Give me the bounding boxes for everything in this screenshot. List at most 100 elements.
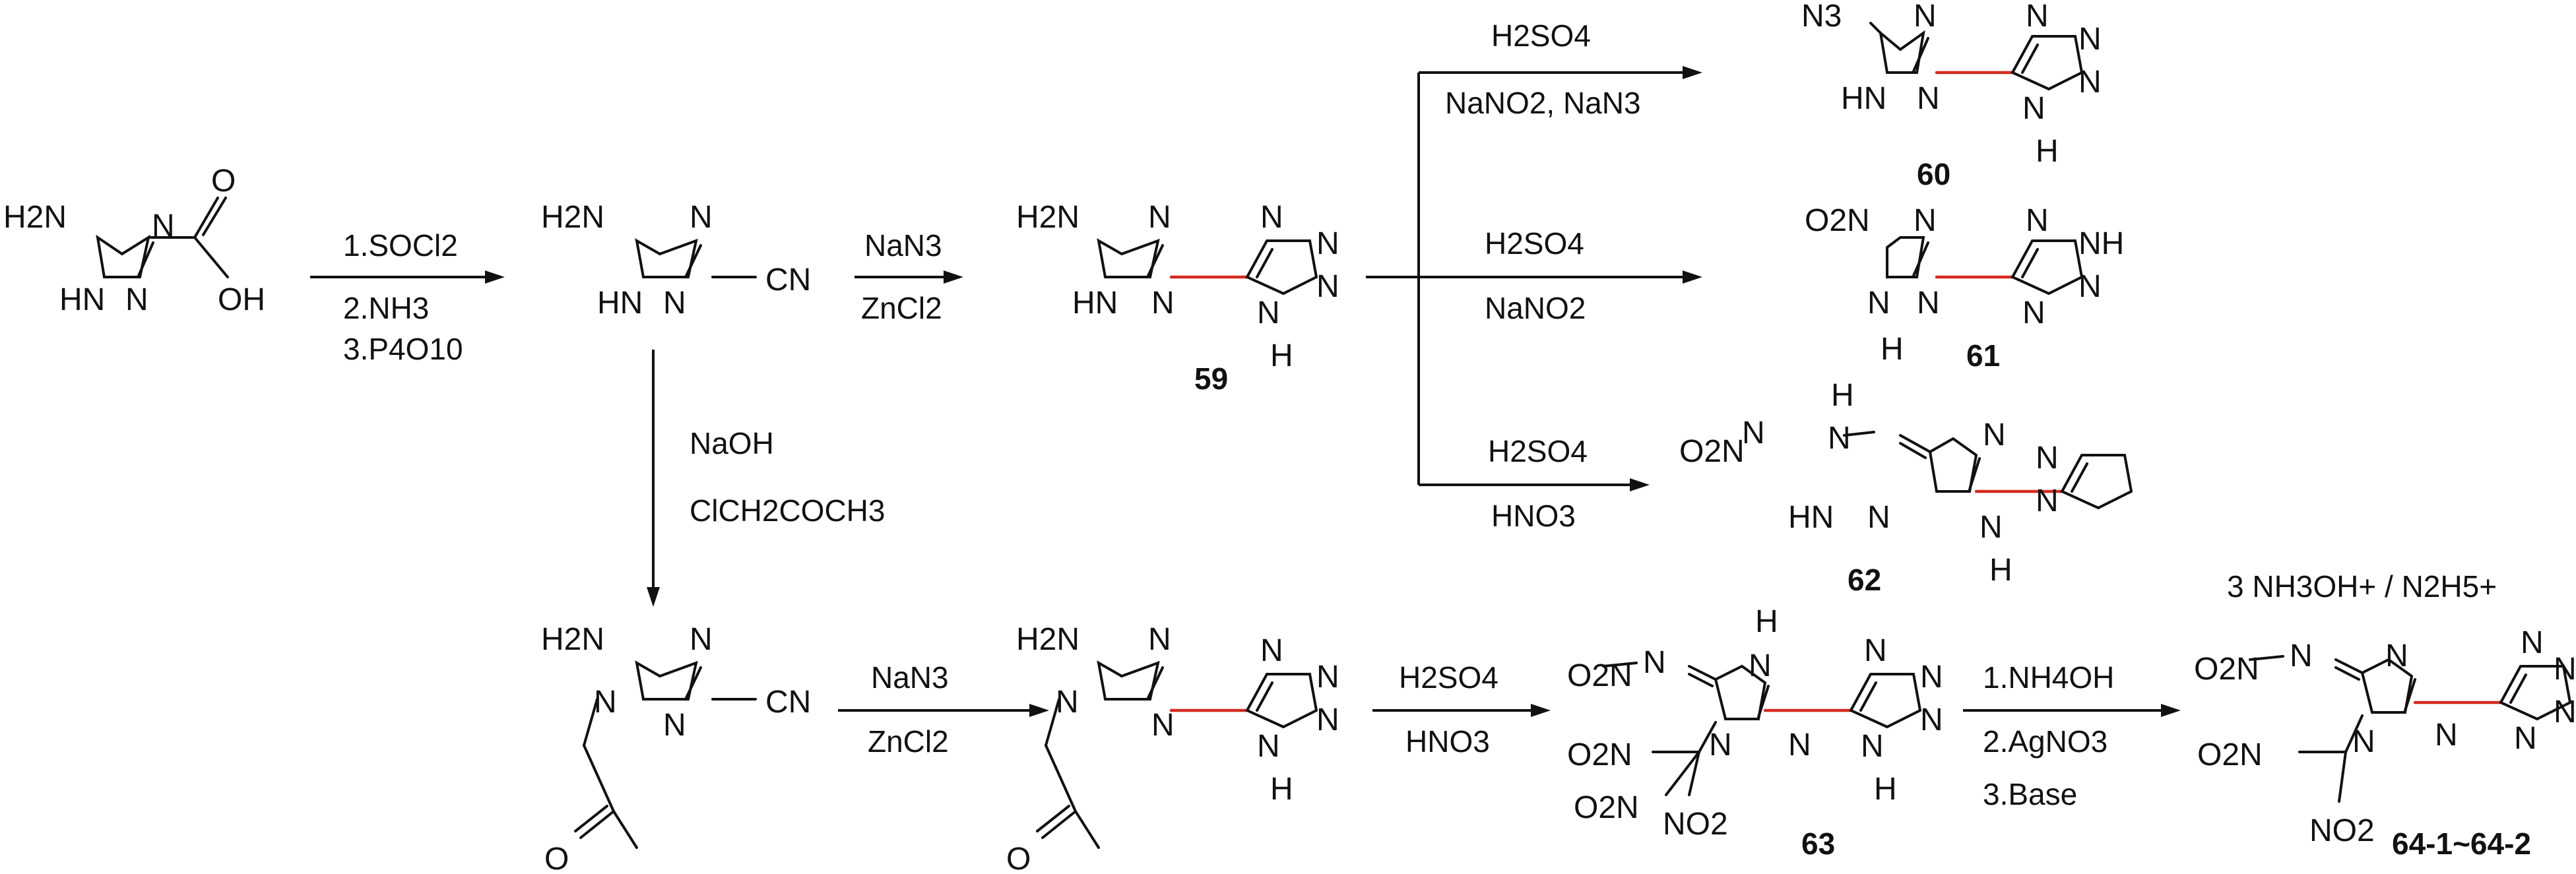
atom-n: N	[1316, 702, 1339, 737]
atom-hn: HN	[1841, 81, 1886, 116]
compound-label-60: 60	[1917, 157, 1950, 191]
compound-64: 3 NH3OH+ / N2H5+ O2N N N N N O2N NO2 N N…	[2194, 569, 2576, 861]
atom-n: N	[2036, 484, 2059, 518]
reagent-line: ClCH2COCH3	[690, 493, 885, 528]
atom-n: N	[2514, 721, 2537, 756]
atom-n: N	[1920, 702, 1943, 737]
compound-62: O2N N H N HN N N N N N H 62	[1679, 378, 2133, 597]
reaction-arrow-4: NaN3 ZnCl2	[838, 660, 1049, 759]
atom-n: N	[2036, 441, 2059, 476]
atom-n: N	[1316, 269, 1339, 304]
atom-n: N	[1867, 500, 1890, 535]
reaction-arrow-5: H2SO4 HNO3	[1372, 660, 1551, 759]
atom-n: N	[2078, 269, 2102, 304]
atom-h2n: H2N	[3, 200, 67, 235]
atom-n: N	[1260, 200, 1283, 235]
atom-n: N	[1788, 728, 1811, 763]
compound-acetonyl-nitrile: H2N N N N CN O	[541, 622, 811, 874]
atom-h2n: H2N	[541, 200, 604, 235]
atom-n: N	[2554, 652, 2576, 687]
reagent-line: NaOH	[690, 426, 774, 460]
atom-n: N	[1316, 226, 1339, 261]
compound-label-59: 59	[1194, 361, 1228, 396]
reaction-arrow-down: NaOH ClCH2COCH3	[647, 350, 885, 607]
atom-h2n: H2N	[1016, 622, 1079, 657]
atom-n: N	[1920, 660, 1943, 695]
compound-start-acid: H2N N HN N O OH	[3, 164, 265, 317]
reaction-arrow-1: 1.SOCl2 2.NH3 3.P4O10	[310, 228, 505, 366]
reagent-line: H2SO4	[1485, 226, 1584, 261]
atom-o: O	[211, 164, 236, 199]
atom-n: N	[2521, 625, 2544, 660]
atom-h: H	[1874, 772, 1897, 807]
reaction-arrow-6: 1.NH4OH 2.AgNO3 3.Base	[1963, 660, 2181, 811]
compound-label-61: 61	[1966, 338, 2000, 373]
atom-hn: HN	[59, 282, 105, 317]
reagent-line: 2.AgNO3	[1983, 724, 2108, 759]
atom-o2n: O2N	[1679, 434, 1745, 469]
atom-n: N	[1980, 510, 2003, 545]
atom-n: N	[2290, 639, 2313, 673]
reagent-line: 3.P4O10	[343, 332, 463, 366]
atom-n: N	[1148, 200, 1171, 235]
atom-n: N	[1864, 633, 1887, 668]
atom-n: N	[1914, 203, 1937, 238]
atom-n: N	[663, 708, 686, 743]
compound-acetonyl-tetrazole: H2N N N N N N N N H O	[1006, 622, 1339, 874]
atom-h: H	[1270, 772, 1293, 807]
atom-n: N	[2435, 718, 2458, 753]
reagent-line: NaN3	[871, 660, 949, 695]
atom-o2n: O2N	[1567, 737, 1632, 772]
atom-n: N	[2022, 296, 2045, 330]
compound-label-64: 64-1~64-2	[2392, 827, 2531, 861]
atom-n: N	[2026, 203, 2049, 238]
atom-o2n: O2N	[1567, 658, 1632, 693]
atom-n: N	[1917, 286, 1940, 321]
atom-n: N	[2078, 22, 2102, 57]
reagent-line: ZnCl2	[868, 724, 949, 759]
compound-61: O2N N N N H N NH N N 61	[1805, 203, 2124, 373]
atom-h: H	[1989, 553, 2012, 588]
branch-arrows: H2SO4 NaNO2, NaN3 H2SO4 NaNO2 H2SO4 HNO3	[1366, 18, 1702, 533]
reagent-line: 1.SOCl2	[343, 228, 458, 263]
atom-cn: CN	[765, 263, 811, 297]
atom-n: N	[690, 622, 713, 657]
compound-aminotriazole-nitrile: H2N N HN N CN	[541, 200, 811, 321]
atom-h: H	[1755, 604, 1778, 639]
reagent-line: ZnCl2	[861, 291, 942, 325]
atom-n3: N3	[1801, 0, 1842, 34]
atom-o2n: O2N	[1574, 790, 1639, 825]
reagent-line: 3.Base	[1983, 777, 2077, 811]
atom-n: N	[1914, 0, 1937, 34]
compound-63: O2N N H N N N O2N O2N NO2 N N N N H 63	[1567, 604, 1943, 861]
reagent-line: H2SO4	[1399, 660, 1498, 695]
atom-hn: HN	[1072, 286, 1118, 321]
compound-59: H2N N HN N N N N N H 59	[1016, 200, 1339, 396]
atom-n: N	[1828, 421, 1851, 456]
reagent-line: H2SO4	[1488, 434, 1588, 468]
atom-n: N	[1260, 633, 1283, 668]
atom-o2n: O2N	[2197, 737, 2263, 772]
reagent-line: H2SO4	[1491, 18, 1591, 53]
atom-n: N	[1643, 645, 1666, 680]
atom-oh: OH	[218, 282, 265, 317]
atom-n: N	[1148, 622, 1171, 657]
atom-n: N	[152, 208, 175, 243]
atom-n: N	[1316, 660, 1339, 695]
atom-nh: NH	[2078, 226, 2124, 261]
atom-n: N	[2352, 724, 2375, 759]
atom-no2: NO2	[2309, 813, 2375, 848]
cation-label: 3 NH3OH+ / N2H5+	[2227, 569, 2497, 604]
atom-h: H	[1881, 332, 1904, 367]
atom-o2n: O2N	[2194, 652, 2259, 687]
atom-n: N	[2554, 695, 2576, 730]
atom-o: O	[544, 842, 569, 874]
reagent-line: 2.NH3	[343, 291, 429, 325]
atom-o2n: O2N	[1805, 203, 1870, 238]
atom-h2n: H2N	[541, 622, 604, 657]
atom-n: N	[1151, 286, 1175, 321]
atom-n: N	[1151, 708, 1175, 743]
atom-n: N	[663, 286, 686, 321]
atom-n: N	[594, 685, 617, 720]
